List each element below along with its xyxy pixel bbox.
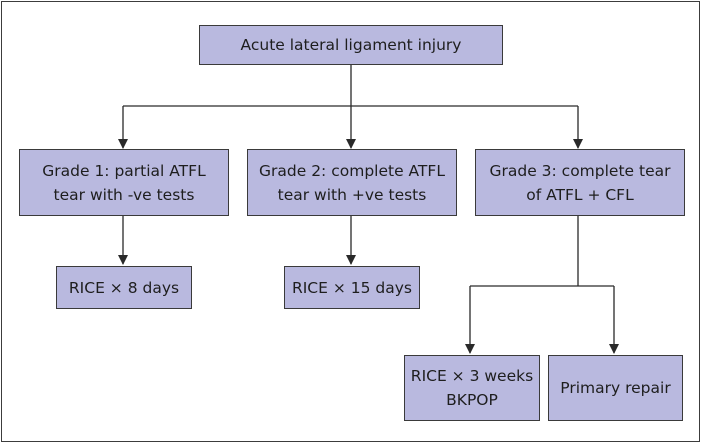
node-grade-3-line-2: of ATFL + CFL: [526, 185, 634, 204]
node-grade-3-line-1: Grade 3: complete tear: [489, 161, 671, 180]
node-grade-1-line-2: tear with -ve tests: [53, 185, 195, 204]
node-rice-3-weeks-line-1: RICE × 3 weeks: [410, 367, 534, 385]
node-grade-3: Grade 3: complete tear of ATFL + CFL: [475, 149, 685, 216]
node-rice-3-weeks: RICE × 3 weeks BKPOP: [404, 355, 540, 421]
node-grade-1: Grade 1: partial ATFL tear with -ve test…: [19, 149, 229, 216]
node-grade-2-line-2: tear with +ve tests: [277, 185, 427, 204]
node-acute-injury-label: Acute lateral ligament injury: [240, 36, 462, 54]
node-rice-15-days-label: RICE × 15 days: [291, 278, 413, 297]
node-grade-2: Grade 2: complete ATFL tear with +ve tes…: [247, 149, 457, 216]
node-rice-8-days: RICE × 8 days: [56, 266, 192, 309]
node-grade-1-line-1: Grade 1: partial ATFL: [42, 161, 206, 180]
node-rice-8-days-label: RICE × 8 days: [68, 278, 180, 297]
node-rice-15-days: RICE × 15 days: [284, 266, 420, 309]
node-primary-repair: Primary repair: [548, 355, 683, 421]
node-acute-injury: Acute lateral ligament injury: [199, 25, 503, 65]
node-grade-2-line-1: Grade 2: complete ATFL: [259, 161, 445, 180]
node-rice-3-weeks-line-2: BKPOP: [446, 391, 498, 409]
node-primary-repair-label: Primary repair: [560, 379, 671, 397]
